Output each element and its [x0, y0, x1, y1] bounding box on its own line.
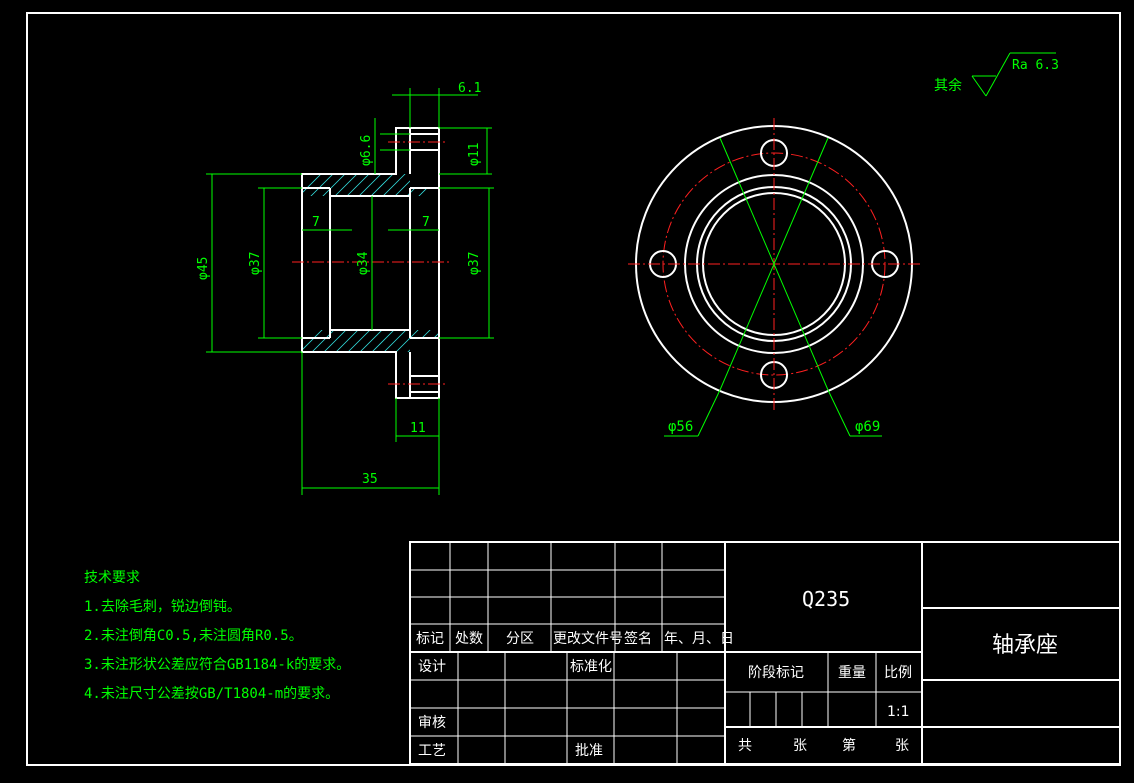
label-process: 工艺 — [418, 743, 446, 759]
rev-header-date: 年、月、日 — [664, 631, 734, 647]
label-scale: 比例 — [884, 665, 912, 681]
tech-title: 技术要求 — [84, 570, 140, 586]
label-design: 设计 — [418, 659, 446, 675]
scale-value: 1:1 — [887, 704, 910, 720]
label-review: 审核 — [418, 715, 446, 731]
dim-phi-56: φ56 — [668, 419, 693, 435]
section-dimensions: 6.1 φ6.6 φ11 φ45 φ37 φ34 φ37 7 7 — [196, 81, 494, 495]
section-view — [292, 127, 452, 399]
label-sheet-unit-2: 张 — [895, 738, 909, 754]
label-sheet-unit-1: 张 — [793, 738, 807, 754]
dim-phi-6-6: φ6.6 — [359, 135, 374, 166]
dim-phi-11: φ11 — [467, 143, 482, 166]
material: Q235 — [802, 587, 850, 611]
dim-phi-45: φ45 — [196, 257, 211, 280]
dim-phi-37-left: φ37 — [248, 252, 263, 275]
label-approve: 批准 — [575, 743, 603, 759]
dim-6-1: 6.1 — [458, 81, 481, 96]
label-standard: 标准化 — [570, 659, 612, 675]
dim-7-left: 7 — [312, 215, 320, 230]
dim-35: 35 — [362, 472, 378, 487]
tech-item-2: 2.未注倒角C0.5,未注圆角R0.5。 — [84, 628, 303, 644]
rev-header-zone: 分区 — [506, 631, 534, 647]
label-total: 共 — [738, 738, 752, 754]
roughness-symbol: 其余 Ra 6.3 — [934, 52, 1059, 97]
rev-header-doc: 更改文件号 — [553, 631, 623, 647]
roughness-value: Ra 6.3 — [1012, 58, 1059, 73]
technical-requirements: 技术要求 1.去除毛刺，锐边倒钝。 2.未注倒角C0.5,未注圆角R0.5。 3… — [84, 570, 350, 702]
tech-item-4: 4.未注尺寸公差按GB/T1804-m的要求。 — [84, 686, 339, 702]
rev-header-count: 处数 — [455, 631, 483, 647]
rev-header-sign: 签名 — [624, 630, 652, 647]
tech-item-1: 1.去除毛刺，锐边倒钝。 — [84, 599, 241, 615]
dim-phi-69: φ69 — [855, 419, 880, 435]
title-block: 标记 处数 分区 更改文件号 签名 年、月、日 设计 标准化 审核 工艺 批准 … — [409, 541, 1121, 765]
label-stage: 阶段标记 — [748, 665, 804, 681]
dim-phi-34: φ34 — [356, 251, 371, 275]
dim-11: 11 — [410, 421, 426, 436]
end-view: φ56 φ69 — [628, 118, 920, 437]
dim-phi-37-right: φ37 — [467, 252, 482, 275]
roughness-label: 其余 — [934, 77, 962, 94]
rev-header-mark: 标记 — [416, 631, 444, 647]
tech-item-3: 3.未注形状公差应符合GB1184-k的要求。 — [84, 656, 350, 673]
dim-7-right: 7 — [422, 215, 430, 230]
part-name: 轴承座 — [992, 633, 1058, 658]
label-sheet-no: 第 — [842, 737, 856, 754]
label-weight: 重量 — [838, 665, 866, 681]
